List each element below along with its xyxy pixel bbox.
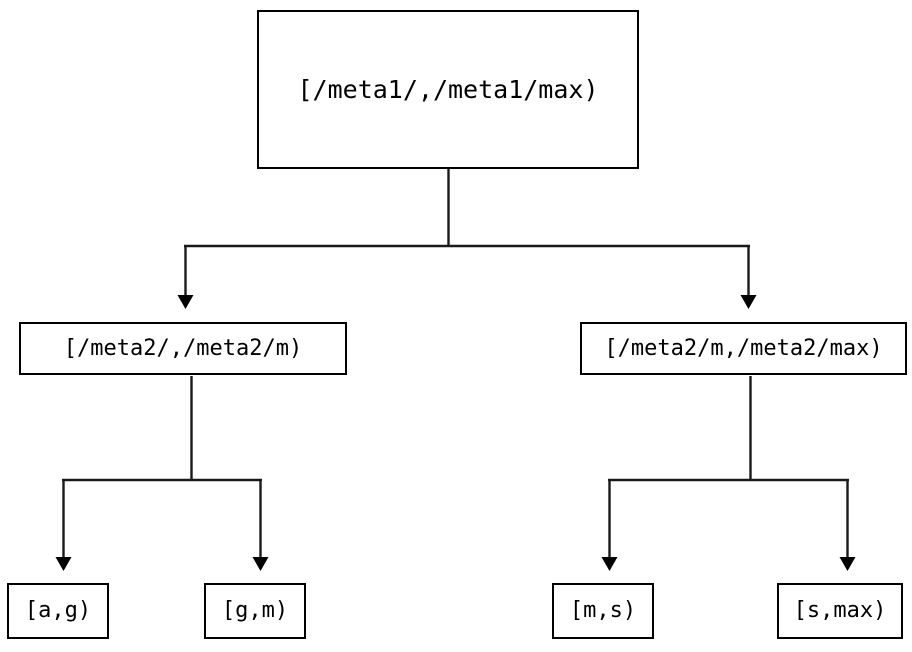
- arrowhead-right-mid-to-leaf-smax: [839, 557, 856, 571]
- node-leaf-s-max[interactable]: [s,max): [777, 583, 903, 639]
- node-leaf-g-m[interactable]: [g,m): [204, 583, 306, 639]
- arrowhead-root-to-right-mid: [740, 295, 757, 309]
- node-left-mid-label: [/meta2/,/meta2/m): [63, 335, 303, 361]
- node-leaf-a-g-label: [a,g): [24, 598, 92, 623]
- node-leaf-a-g[interactable]: [a,g): [7, 583, 109, 639]
- node-right-mid[interactable]: [/meta2/m,/meta2/max): [580, 322, 907, 375]
- node-leaf-g-m-label: [g,m): [221, 598, 289, 623]
- arrowhead-left-mid-to-leaf-gm: [252, 557, 269, 571]
- node-root-label: [/meta1/,/meta1/max): [297, 75, 599, 104]
- node-root[interactable]: [/meta1/,/meta1/max): [257, 10, 639, 169]
- node-leaf-m-s[interactable]: [m,s): [552, 583, 654, 639]
- arrowhead-root-to-left-mid: [177, 295, 194, 309]
- node-leaf-m-s-label: [m,s): [569, 598, 637, 623]
- node-leaf-s-max-label: [s,max): [793, 598, 887, 623]
- arrowhead-left-mid-to-leaf-ag: [55, 557, 72, 571]
- arrowhead-right-mid-to-leaf-ms: [601, 557, 618, 571]
- node-left-mid[interactable]: [/meta2/,/meta2/m): [19, 322, 347, 375]
- node-right-mid-label: [/meta2/m,/meta2/max): [604, 335, 883, 361]
